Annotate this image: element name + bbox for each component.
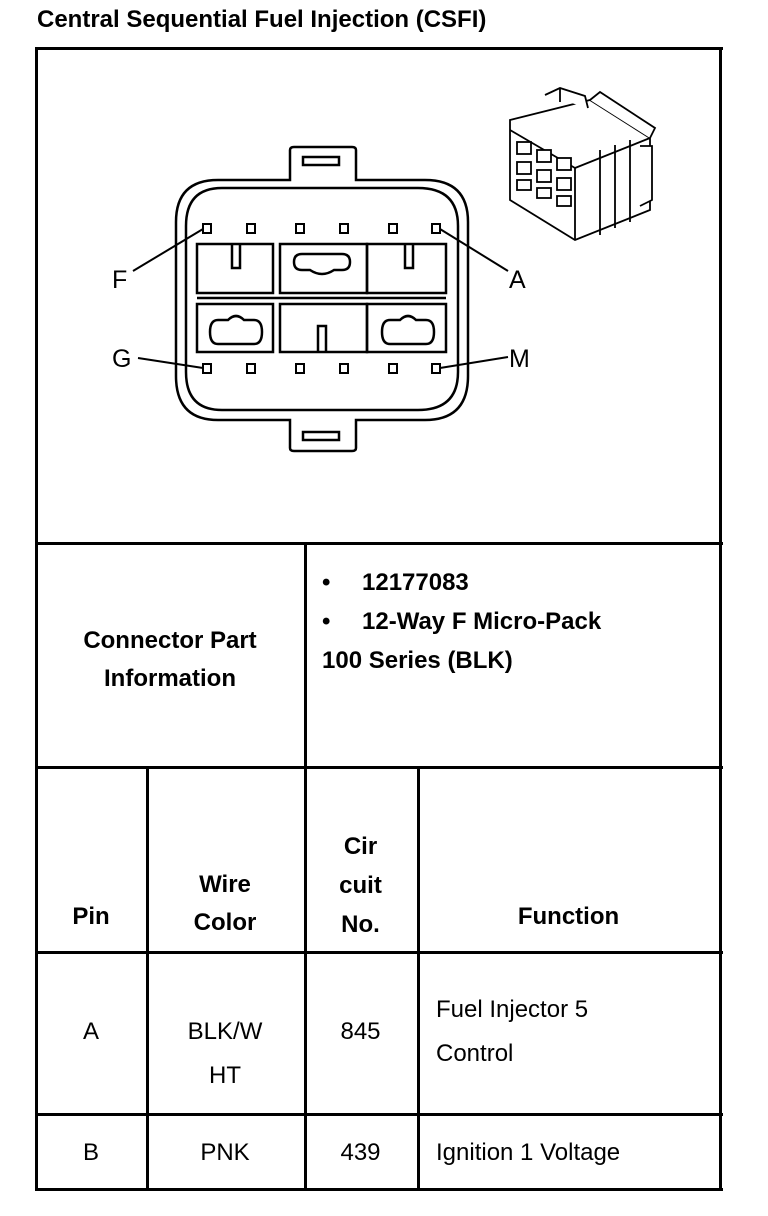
part-description-item: •12-Way F Micro-Pack (322, 608, 602, 635)
top-pin-row (202, 223, 441, 234)
header-function: Function (517, 903, 620, 930)
lower-keying-block (195, 302, 275, 354)
leader-line-f (132, 228, 204, 272)
column-separator (304, 543, 307, 768)
column-separator (417, 767, 420, 1190)
leader-line-g (137, 357, 204, 369)
column-separator (146, 767, 149, 1190)
header-circuit-no: Cir cuit No. (339, 833, 382, 938)
pin-label-g: G (112, 345, 131, 373)
header-pin: Pin (72, 903, 110, 930)
connector-inner-wall (184, 186, 460, 412)
leader-line-m (439, 356, 509, 369)
pin-label-f: F (112, 266, 127, 294)
row-b-function: Ignition 1 Voltage (436, 1139, 621, 1166)
pin-label-m: M (509, 345, 530, 373)
bottom-pin-row (202, 363, 441, 374)
row-separator (36, 766, 723, 769)
frame-right-border (719, 47, 722, 1191)
leader-line-a (439, 228, 509, 272)
connector-3d-view (509, 87, 657, 242)
frame-top-border (36, 47, 723, 50)
pin-label-a: A (509, 266, 526, 294)
row-a-pin: A (82, 1018, 99, 1045)
frame-bottom-border (36, 1188, 723, 1191)
row-b-pin: B (82, 1139, 99, 1166)
frame-left-border (35, 47, 38, 1191)
row-b-wire-color: PNK (200, 1139, 250, 1166)
connector-info-details: •12177083 •12-Way F Micro-Pack 100 Serie… (322, 563, 601, 680)
upper-keying-block (195, 242, 275, 295)
row-a-circuit: 845 (340, 1018, 381, 1045)
header-wire-color: Wire Color (193, 871, 257, 936)
part-number-item: •12177083 (322, 569, 469, 596)
connector-outer-housing (174, 145, 470, 453)
row-separator (36, 542, 723, 545)
row-a-wire-color: BLK/W HT (187, 1018, 263, 1089)
page-title: Central Sequential Fuel Injection (CSFI) (37, 6, 487, 33)
connector-diagram: F A G M (112, 87, 657, 453)
row-a-function: Fuel Injector 5 Control (436, 996, 589, 1067)
row-b-circuit: 439 (340, 1139, 381, 1166)
column-separator (304, 767, 307, 1190)
row-separator (36, 951, 723, 954)
connector-info-label: Connector Part Information (83, 627, 257, 692)
row-separator (36, 1113, 723, 1116)
